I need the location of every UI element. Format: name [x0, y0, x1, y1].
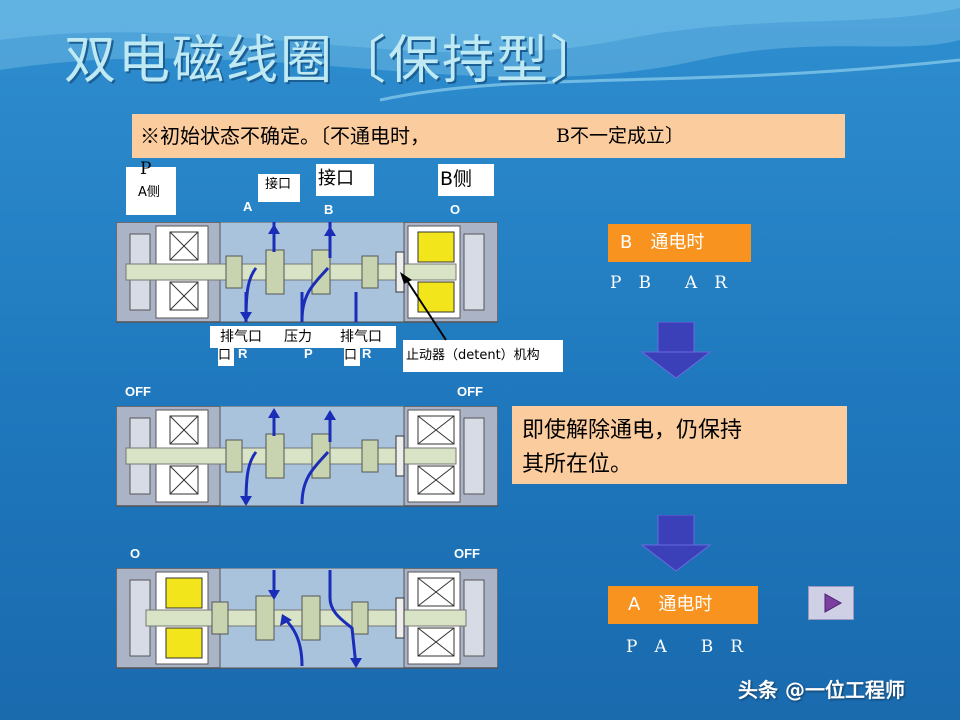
page-title: 双电磁线圈〔保持型〕 — [64, 31, 605, 91]
a-energized-label: A 通电时 — [608, 586, 758, 624]
exhaust-right-label: 排气口 — [340, 329, 382, 345]
port-r-right-label: R — [362, 346, 372, 361]
note-text-1: ※初始状态不确定。〔不通电时， — [140, 124, 430, 148]
note-banner: ※初始状态不确定。〔不通电时， B不一定成立〕 — [132, 114, 845, 158]
port-p-label: P — [304, 346, 313, 361]
port-r-left-label: R — [238, 346, 248, 361]
b-energized-label: B 通电时 — [608, 224, 751, 262]
off-right-label-mid: OFF — [457, 384, 483, 399]
jiekou-small-box: 接口 — [258, 174, 300, 202]
a-side-label: A侧 — [138, 185, 160, 200]
valve-diagram-released — [116, 406, 498, 507]
watermark: 头条 @一位工程师 — [738, 678, 905, 702]
exhaust-left-kou: 口 — [218, 348, 234, 366]
on-left-label-1: O — [130, 546, 141, 561]
on-right-label-1: O — [450, 202, 461, 217]
detent-label-box: 止动器（detent）机构 — [403, 340, 563, 372]
valve-diagram-b-energized — [116, 222, 498, 323]
b-side-box: B侧 — [438, 164, 494, 196]
play-icon — [824, 593, 843, 613]
hold-position-note: 即使解除通电，仍保持 其所在位。 — [512, 406, 847, 484]
play-button[interactable] — [808, 586, 854, 620]
down-arrow-1 — [640, 322, 712, 379]
hold-note-line-2: 其所在位。 — [522, 452, 633, 477]
port-bottom-labels-box: 排气口 压力 排气口 — [210, 326, 396, 348]
p-small-label: P — [140, 159, 152, 179]
port-b-label: B — [324, 202, 334, 217]
hold-note-line-1: 即使解除通电，仍保持 — [522, 418, 743, 443]
a-side-box: P A侧 — [126, 159, 176, 215]
detent-pointer-arrow — [400, 272, 447, 341]
b-energized-ports: P B A R — [610, 273, 728, 293]
pressure-label: 压力 — [284, 329, 312, 345]
note-text-2: B不一定成立〕 — [556, 125, 684, 147]
off-right-label-lower: OFF — [454, 546, 480, 561]
jiekou-big-box: 接口 — [316, 164, 374, 196]
valve-diagram-a-energized — [116, 568, 498, 669]
exhaust-right-kou: 口 — [344, 348, 360, 366]
a-energized-ports: P A B R — [626, 637, 744, 657]
down-arrow-2 — [640, 515, 712, 572]
port-a-label: A — [243, 199, 253, 214]
exhaust-left-label: 排气口 — [220, 329, 262, 345]
off-left-label-mid: OFF — [125, 384, 151, 399]
